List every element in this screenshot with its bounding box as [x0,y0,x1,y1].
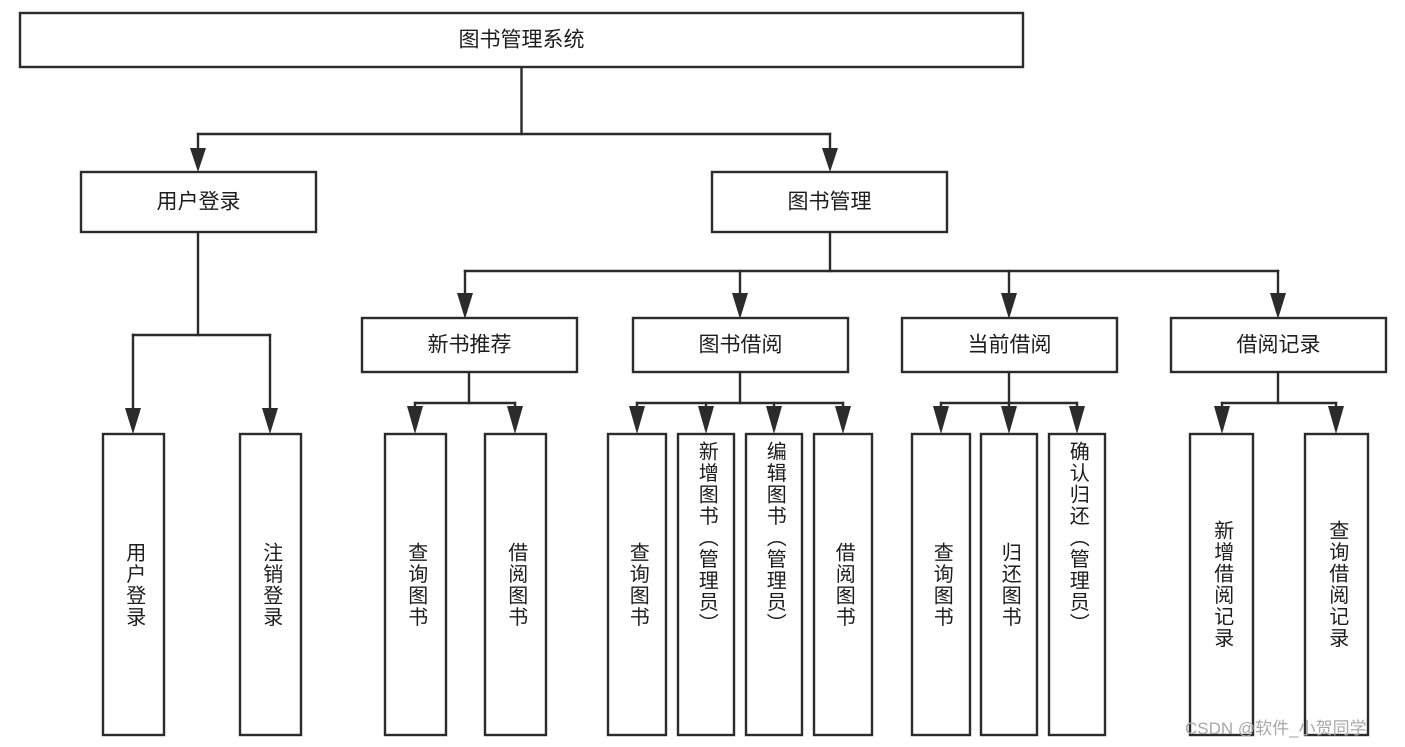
arrow-user-login [190,148,206,172]
node-group: 图书管理系统 用户登录 图书管理 新书推荐 图书借阅 当前借阅 借阅记录 [18,11,1388,737]
node-leaf-borrow-book-1-box[interactable] [483,432,548,737]
arrow-leaf-add-record [1214,406,1230,434]
arrow-leaf-edit-book [766,406,782,434]
arrow-borrow-record [1270,293,1286,319]
arrow-book-borrow [732,293,748,319]
node-book-management-box[interactable] [710,170,949,234]
node-root-box[interactable] [18,11,1025,69]
node-leaf-add-record-box[interactable] [1188,432,1255,737]
arrow-leaf-query-book-1 [407,406,423,434]
node-borrow-record-box[interactable] [1169,316,1388,374]
node-book-borrow-box[interactable] [631,316,850,374]
node-root-label: 图书管理系统 [459,29,585,52]
arrow-leaf-query-record [1328,406,1344,434]
arrow-leaf-return-book [1001,406,1017,434]
node-user-login-label: 用户登录 [157,191,241,214]
node-leaf-return-book-box[interactable] [979,432,1039,737]
arrow-leaf-user-login [125,408,141,434]
arrow-book-management [822,148,838,172]
node-leaf-user-logout-box[interactable] [238,432,303,737]
node-book-borrow-label: 图书借阅 [699,334,783,357]
node-leaf-query-book-1-box[interactable] [383,432,448,737]
arrow-leaf-borrow-book-1 [507,406,523,434]
arrow-current-borrow [1001,293,1017,319]
node-leaf-query-book-3-box[interactable] [910,432,972,737]
node-leaf-user-login-box[interactable] [101,432,166,737]
node-borrow-record-label: 借阅记录 [1237,334,1321,357]
arrow-leaf-user-logout [262,408,278,434]
node-user-login-box[interactable] [79,170,318,234]
arrow-leaf-query-book-2 [629,406,645,434]
arrow-leaf-confirm-return [1069,406,1085,434]
connector-group [125,65,1344,434]
node-leaf-query-record-box[interactable] [1303,432,1370,737]
node-current-borrow-label: 当前借阅 [968,334,1052,357]
node-leaf-edit-book-box[interactable] [744,432,804,737]
node-leaf-query-book-2-box[interactable] [606,432,668,737]
node-new-book-recommend-label: 新书推荐 [428,334,512,357]
node-leaf-borrow-book-2-box[interactable] [812,432,874,737]
arrow-leaf-add-book [698,406,714,434]
node-leaf-add-book-box[interactable] [676,432,736,737]
node-new-book-recommend-box[interactable] [360,316,579,374]
arrow-new-book-recommend [457,293,473,319]
arrow-leaf-borrow-book-2 [835,406,851,434]
node-book-management-label: 图书管理 [788,191,872,214]
node-current-borrow-box[interactable] [900,316,1119,374]
node-leaf-confirm-return-box[interactable] [1047,432,1107,737]
arrow-leaf-query-book-3 [933,406,949,434]
